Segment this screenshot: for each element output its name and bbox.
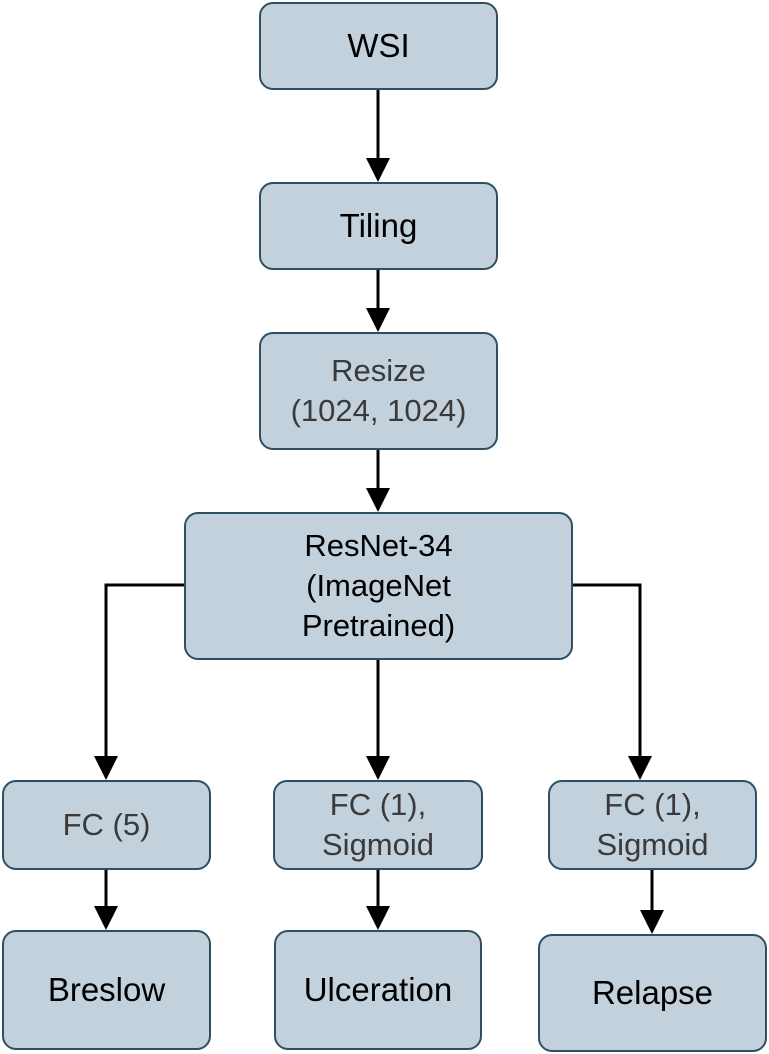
resnet-label-line-2: (ImageNet <box>306 567 451 603</box>
arrow-resnet-to-fc-breslow <box>104 583 184 758</box>
fc-ulceration-label-line-2: Sigmoid <box>322 827 434 862</box>
wsi-node: WSI <box>259 2 498 90</box>
arrowhead-resize-to-resnet <box>366 488 390 512</box>
fc-relapse-label-line-1: FC (1), <box>604 786 701 822</box>
breslow-label: Breslow <box>47 970 166 1008</box>
arrowhead-fc-to-ulceration <box>366 906 390 930</box>
fc-relapse-label-line-2: Sigmoid <box>596 827 709 862</box>
arrowhead-fc-to-relapse <box>640 910 664 934</box>
fc-breslow-label: FC (5) <box>62 806 151 842</box>
arrowhead-fc-to-breslow <box>94 906 118 930</box>
resnet-node: ResNet-34 (ImageNet Pretrained) <box>184 512 573 660</box>
resnet-label-line-3: Pretrained) <box>301 608 456 644</box>
arrow-resnet-to-fc-relapse <box>573 583 642 758</box>
fc-ulceration-label-line-1: FC (1), <box>329 786 427 822</box>
resize-label-line-2: (1024, 1024) <box>290 393 467 428</box>
ulceration-node: Ulceration <box>274 930 482 1050</box>
fc-relapse-node: FC (1), Sigmoid <box>548 780 757 870</box>
arrowhead-resnet-to-fc-ulceration <box>366 756 390 780</box>
resize-node: Resize (1024, 1024) <box>259 332 498 450</box>
fc-ulceration-node: FC (1), Sigmoid <box>273 780 483 870</box>
ulceration-label: Ulceration <box>303 970 453 1008</box>
arrowhead-wsi-to-tiling <box>366 158 390 182</box>
tiling-label: Tiling <box>339 206 418 244</box>
resnet-label-line-1: ResNet-34 <box>304 527 453 563</box>
relapse-node: Relapse <box>538 934 767 1052</box>
relapse-label: Relapse <box>591 973 714 1011</box>
arrowhead-tiling-to-resize <box>366 308 390 332</box>
arrowhead-resnet-to-fc-relapse <box>628 756 652 780</box>
breslow-node: Breslow <box>2 930 211 1050</box>
fc-breslow-node: FC (5) <box>2 780 211 870</box>
resize-label-line-1: Resize <box>331 352 426 388</box>
wsi-label: WSI <box>347 26 410 64</box>
tiling-node: Tiling <box>259 182 498 270</box>
arrowhead-resnet-to-fc-breslow <box>94 756 118 780</box>
